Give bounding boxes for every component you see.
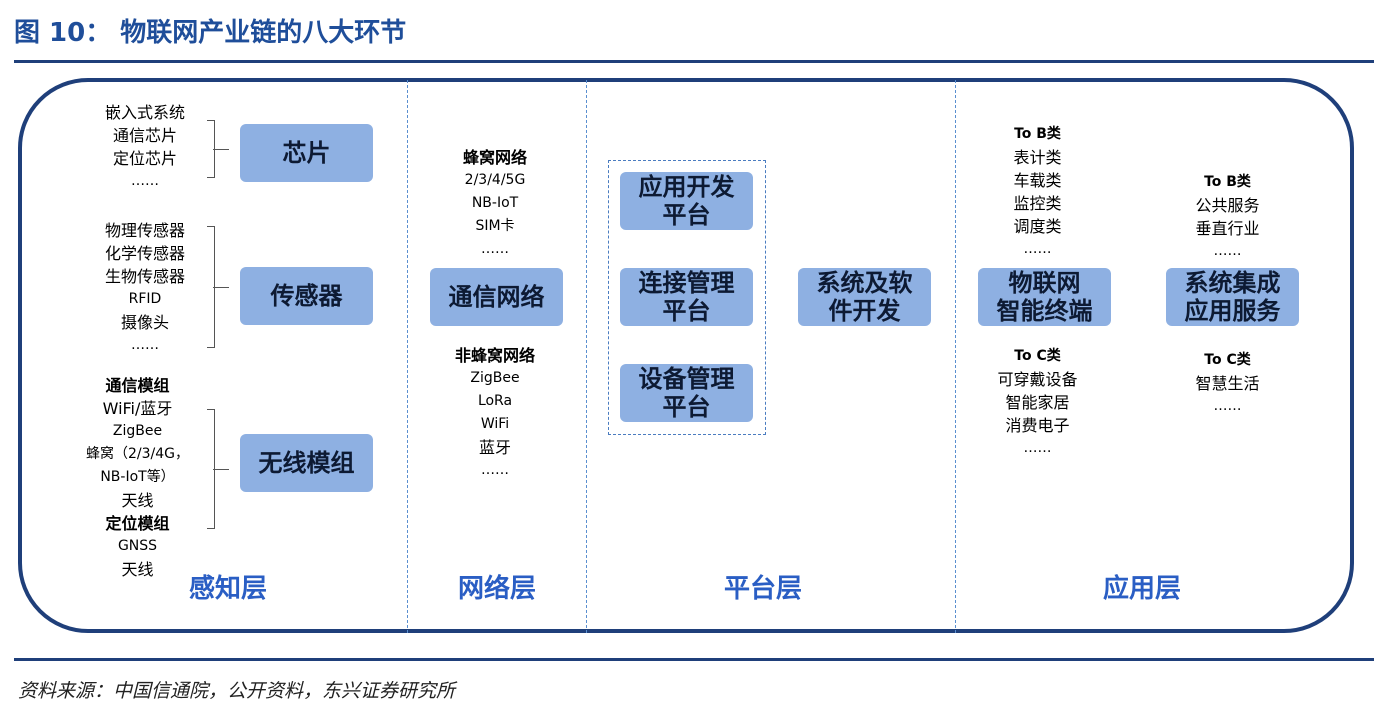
source-note: 资料来源：中国信通院，公开资料，东兴证券研究所 bbox=[18, 680, 456, 702]
system-integration-box: 系统集成 应用服务 bbox=[1166, 268, 1299, 326]
chip-items: 嵌入式系统 通信芯片 定位芯片 …… bbox=[85, 101, 205, 193]
cellular-item: SIM卡 bbox=[475, 218, 515, 234]
terminal-tob-item: 调度类 bbox=[1013, 217, 1062, 236]
box-line: 平台 bbox=[662, 297, 711, 325]
comm-network-box: 通信网络 bbox=[430, 268, 563, 326]
noncellular-item: LoRa bbox=[477, 393, 513, 409]
box-line: 系统及软 bbox=[816, 269, 913, 297]
separator-1 bbox=[407, 80, 408, 633]
sensor-item: 生物传感器 bbox=[104, 267, 185, 286]
chip-item: 通信芯片 bbox=[112, 126, 177, 145]
layer-label-platform: 平台层 bbox=[723, 574, 803, 604]
cellular-items: 蜂窝网络 2/3/4/5G NB-IoT SIM卡 …… bbox=[440, 146, 550, 261]
platform-group bbox=[608, 160, 766, 435]
terminal-tob-header: To B类 bbox=[1014, 126, 1061, 142]
wireless-item: 天线 bbox=[121, 491, 154, 510]
wireless-box: 无线模组 bbox=[240, 434, 373, 492]
terminal-toc-item: 可穿戴设备 bbox=[997, 370, 1078, 389]
service-tob-items: To B类 公共服务 垂直行业 …… bbox=[1170, 171, 1285, 263]
service-toc-header: To C类 bbox=[1204, 352, 1251, 368]
sensor-box: 传感器 bbox=[240, 267, 373, 325]
box-line: 件开发 bbox=[828, 297, 901, 325]
cellular-item: NB-IoT bbox=[471, 195, 519, 211]
wireless-items: 通信模组 WiFi/蓝牙 ZigBee 蜂窝（2/3/4G， NB-IoT等） … bbox=[70, 374, 205, 581]
chip-box: 芯片 bbox=[240, 124, 373, 182]
separator-3 bbox=[955, 80, 956, 633]
terminal-tob-item: 监控类 bbox=[1013, 194, 1062, 213]
noncellular-items: 非蜂窝网络 ZigBee LoRa WiFi 蓝牙 …… bbox=[440, 344, 550, 482]
layer-label-network: 网络层 bbox=[457, 574, 537, 604]
app-dev-platform-box: 应用开发 平台 bbox=[620, 172, 753, 230]
terminal-toc-header: To C类 bbox=[1014, 348, 1061, 364]
box-line: 平台 bbox=[662, 201, 711, 229]
service-tob-header: To B类 bbox=[1204, 174, 1251, 190]
terminal-toc-items: To C类 可穿戴设备 智能家居 消费电子 …… bbox=[975, 345, 1100, 460]
footer-rule bbox=[14, 658, 1374, 661]
service-toc-items: To C类 智慧生活 …… bbox=[1170, 349, 1285, 418]
wireless-header: 定位模组 bbox=[105, 514, 170, 533]
noncellular-item: ZigBee bbox=[470, 370, 520, 386]
noncellular-item: …… bbox=[481, 462, 509, 478]
chip-bracket bbox=[207, 120, 229, 178]
box-line: 设备管理 bbox=[638, 365, 735, 393]
device-platform-box: 设备管理 平台 bbox=[620, 364, 753, 422]
sensor-item: …… bbox=[131, 337, 159, 353]
service-tob-item: 公共服务 bbox=[1195, 196, 1260, 215]
wireless-header: 通信模组 bbox=[105, 376, 170, 395]
figure-title: 图 10： 物联网产业链的八大环节 bbox=[14, 18, 407, 48]
title-rule bbox=[14, 60, 1374, 63]
wireless-item: GNSS bbox=[117, 538, 158, 554]
noncellular-item: 蓝牙 bbox=[478, 438, 511, 457]
noncellular-header: 非蜂窝网络 bbox=[454, 346, 535, 365]
sensor-item: 物理传感器 bbox=[104, 221, 185, 240]
terminal-tob-items: To B类 表计类 车载类 监控类 调度类 …… bbox=[985, 123, 1090, 261]
wireless-item: 蜂窝（2/3/4G， bbox=[85, 446, 189, 462]
chip-item: 定位芯片 bbox=[112, 149, 177, 168]
service-tob-item: …… bbox=[1213, 243, 1242, 259]
box-line: 智能终端 bbox=[996, 297, 1093, 325]
cellular-item: 2/3/4/5G bbox=[464, 172, 526, 188]
box-line: 应用开发 bbox=[638, 173, 735, 201]
diagram-frame bbox=[18, 78, 1354, 633]
sensor-item: 摄像头 bbox=[120, 313, 169, 332]
terminal-toc-item: 消费电子 bbox=[1005, 416, 1070, 435]
wireless-item: ZigBee bbox=[112, 423, 163, 439]
connection-platform-box: 连接管理 平台 bbox=[620, 268, 753, 326]
wireless-item: NB-IoT等） bbox=[100, 469, 175, 485]
smart-terminal-box: 物联网 智能终端 bbox=[978, 268, 1111, 326]
layer-label-perception: 感知层 bbox=[188, 574, 268, 604]
terminal-tob-item: 车载类 bbox=[1013, 171, 1062, 190]
box-line: 平台 bbox=[662, 393, 711, 421]
wireless-item: WiFi/蓝牙 bbox=[102, 399, 173, 418]
wireless-item: 天线 bbox=[121, 560, 154, 579]
box-line: 应用服务 bbox=[1184, 297, 1281, 325]
service-toc-item: …… bbox=[1213, 398, 1242, 414]
wireless-bracket bbox=[207, 409, 229, 529]
box-line: 连接管理 bbox=[638, 269, 735, 297]
sensor-item: RFID bbox=[128, 291, 162, 307]
terminal-toc-item: …… bbox=[1023, 440, 1052, 456]
box-line: 物联网 bbox=[1008, 269, 1081, 297]
terminal-toc-item: 智能家居 bbox=[1005, 393, 1070, 412]
separator-2 bbox=[586, 80, 587, 633]
layer-label-application: 应用层 bbox=[1102, 574, 1182, 604]
cellular-header: 蜂窝网络 bbox=[462, 148, 527, 167]
chip-item: 嵌入式系统 bbox=[104, 103, 185, 122]
sensor-items: 物理传感器 化学传感器 生物传感器 RFID 摄像头 …… bbox=[85, 219, 205, 357]
terminal-tob-item: …… bbox=[1023, 241, 1052, 257]
box-line: 系统集成 bbox=[1184, 269, 1281, 297]
service-toc-item: 智慧生活 bbox=[1195, 374, 1260, 393]
sensor-item: 化学传感器 bbox=[104, 244, 185, 263]
sensor-bracket bbox=[207, 226, 229, 348]
noncellular-item: WiFi bbox=[480, 416, 510, 432]
terminal-tob-item: 表计类 bbox=[1013, 148, 1062, 167]
chip-item: …… bbox=[131, 173, 159, 189]
service-tob-item: 垂直行业 bbox=[1195, 219, 1260, 238]
software-dev-box: 系统及软 件开发 bbox=[798, 268, 931, 326]
cellular-item: …… bbox=[481, 241, 509, 257]
